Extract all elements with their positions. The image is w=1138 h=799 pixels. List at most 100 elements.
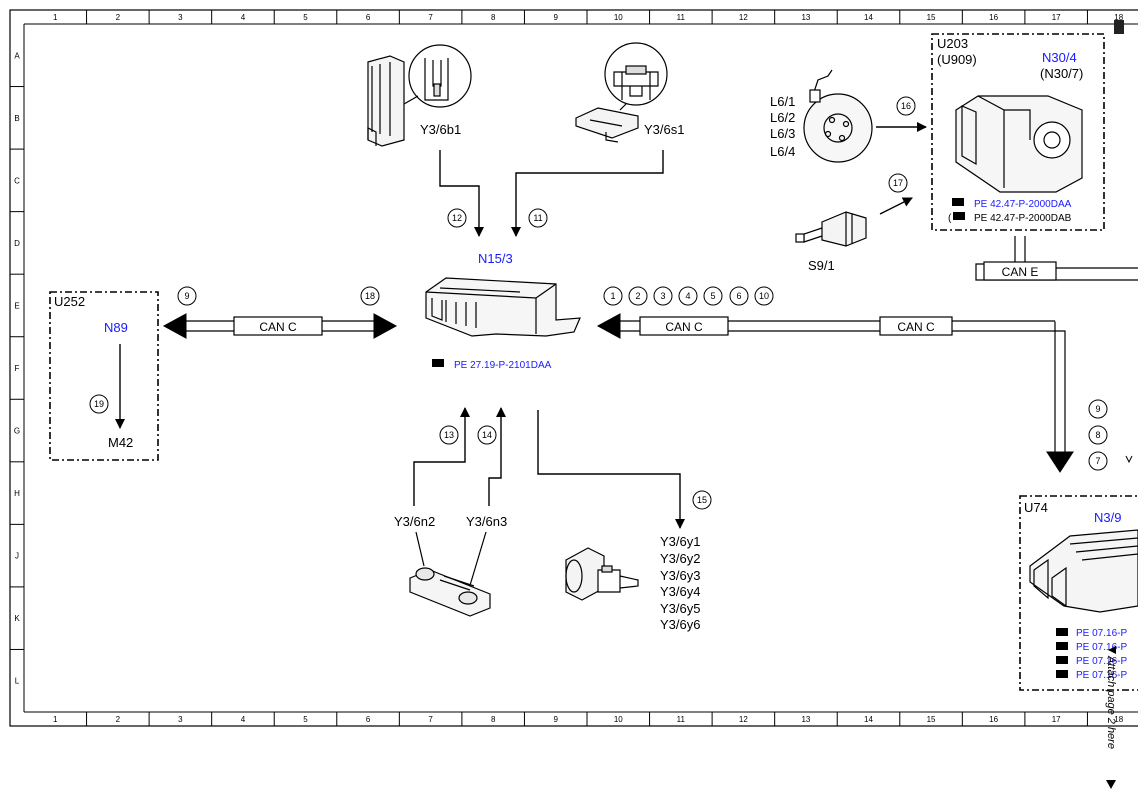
l6-wheel-speed-sensor [803, 69, 873, 163]
svg-text:17: 17 [893, 178, 903, 188]
page-marker-left-icon [1108, 646, 1116, 654]
y3-6y6-label: Y3/6y6 [660, 617, 700, 632]
grid-column-label: 14 [864, 13, 873, 22]
s9-to-n30-arrow [879, 197, 913, 215]
diagram-frame [9, 9, 1138, 727]
page-marker-down-icon [1106, 780, 1116, 789]
callout-11: 11 [528, 208, 548, 228]
n15-3-ref[interactable]: PE 27.19-P-2101DAA [432, 359, 552, 371]
svg-text:PE 42.47-P-2000DAA: PE 42.47-P-2000DAA [974, 199, 1072, 210]
grid-column-label: 7 [428, 13, 433, 22]
grid-column-label: 9 [553, 13, 558, 22]
book-ref-icon [1056, 670, 1068, 678]
y3-6s1-component [575, 42, 668, 143]
grid-row-label: J [15, 552, 19, 561]
grid-row-label: D [14, 239, 20, 248]
grid-column-label: 3 [178, 13, 183, 22]
grid-column-label: 8 [491, 13, 496, 22]
u203-boundary [931, 33, 1105, 231]
grid-column-label: 16 [989, 715, 998, 724]
signal-lines-bottom [413, 407, 685, 529]
grid-row-label: A [14, 51, 20, 60]
u74-label: U74 [1024, 500, 1048, 515]
grid-column-label: 18 [1114, 13, 1123, 22]
n89-label: N89 [104, 320, 128, 335]
callout-14: 14 [477, 425, 497, 445]
svg-text:PE 27.19-P-2101DAA: PE 27.19-P-2101DAA [454, 360, 552, 371]
callout-9-left: 9 [177, 286, 197, 306]
n15-3-control-unit [425, 277, 581, 337]
n3-9-engine-control-unit [1029, 529, 1138, 613]
grid-row-label: F [15, 364, 20, 373]
grid-column-label: 5 [303, 715, 308, 724]
grid-column-label: 12 [739, 715, 748, 724]
grid-column-label: 13 [801, 13, 810, 22]
svg-text:18: 18 [365, 291, 375, 301]
grid-column-label: 11 [677, 715, 686, 724]
book-ref-icon [1056, 628, 1068, 636]
signal-lines-top [439, 150, 664, 237]
u203-label: U203 [937, 36, 968, 51]
callout-13: 13 [439, 425, 459, 445]
y3-6n-sensor-board [409, 531, 491, 617]
l6-3-label: L6/3 [770, 126, 795, 141]
l6-4-label: L6/4 [770, 144, 795, 159]
can-c-label-right: CAN C [897, 320, 935, 334]
book-ref-icon [953, 212, 965, 220]
svg-text:PE 07.16-P: PE 07.16-P [1076, 642, 1127, 653]
svg-text:12: 12 [452, 213, 462, 223]
grid-column-label: 15 [927, 13, 936, 22]
callout-group-can-down: 9 8 7 [1088, 399, 1133, 471]
grid-column-label: 5 [303, 13, 308, 22]
grid-row-label: C [14, 176, 20, 185]
callout-12: 12 [447, 208, 467, 228]
svg-text:14: 14 [482, 430, 492, 440]
svg-text:3: 3 [660, 291, 665, 301]
n30-4-abs-unit [955, 95, 1083, 193]
grid-row-label: L [15, 677, 20, 686]
svg-text:5: 5 [710, 291, 715, 301]
svg-text:(: ( [948, 213, 952, 224]
book-ref-icon [1056, 656, 1068, 664]
grid-column-label: 9 [553, 715, 558, 724]
svg-text:13: 13 [444, 430, 454, 440]
u252-label: U252 [54, 294, 85, 309]
attach-page-note: Attach page 2 here [1105, 655, 1117, 749]
y3-6b1-label: Y3/6b1 [420, 122, 461, 137]
u74-boundary [1019, 495, 1138, 691]
svg-text:PE 42.47-P-2000DAB: PE 42.47-P-2000DAB [974, 213, 1072, 224]
n15-3-label: N15/3 [478, 251, 513, 266]
m42-label: M42 [108, 435, 133, 450]
grid-column-label: 1 [53, 715, 58, 724]
grid-row-label: K [14, 614, 20, 623]
svg-text:19: 19 [94, 399, 104, 409]
n30-ref-2[interactable]: ( PE 42.47-P-2000DAB [948, 212, 1072, 224]
n30-ref-1[interactable]: PE 42.47-P-2000DAA [952, 198, 1072, 210]
u74-ref-4[interactable]: PE 07.16-P [1056, 670, 1127, 681]
u74-ref-3[interactable]: PE 07.16-P [1056, 656, 1127, 667]
n30-7-label: (N30/7) [1040, 66, 1083, 81]
u74-ref-1[interactable]: PE 07.16-P [1056, 628, 1127, 639]
y3-6y-solenoid [565, 547, 639, 601]
svg-text:PE 07.16-P: PE 07.16-P [1076, 656, 1127, 667]
u909-label: (U909) [937, 52, 977, 67]
u74-ref-2[interactable]: PE 07.16-P [1056, 642, 1127, 653]
y3-6n2-label: Y3/6n2 [394, 514, 435, 529]
grid-column-label: 1 [53, 13, 58, 22]
grid-row-label: B [14, 114, 19, 123]
grid-column-label: 4 [241, 13, 246, 22]
can-e-label: CAN E [1002, 265, 1039, 279]
grid-row-label: E [14, 301, 19, 310]
book-ref-icon [952, 198, 964, 206]
grid-column-label: 10 [614, 715, 623, 724]
callout-17: 17 [888, 173, 908, 193]
corner-mark-icon [1114, 20, 1124, 34]
y3-6y4-label: Y3/6y4 [660, 584, 700, 599]
grid-column-label: 6 [366, 715, 371, 724]
svg-text:15: 15 [697, 495, 707, 505]
svg-text:4: 4 [685, 291, 690, 301]
